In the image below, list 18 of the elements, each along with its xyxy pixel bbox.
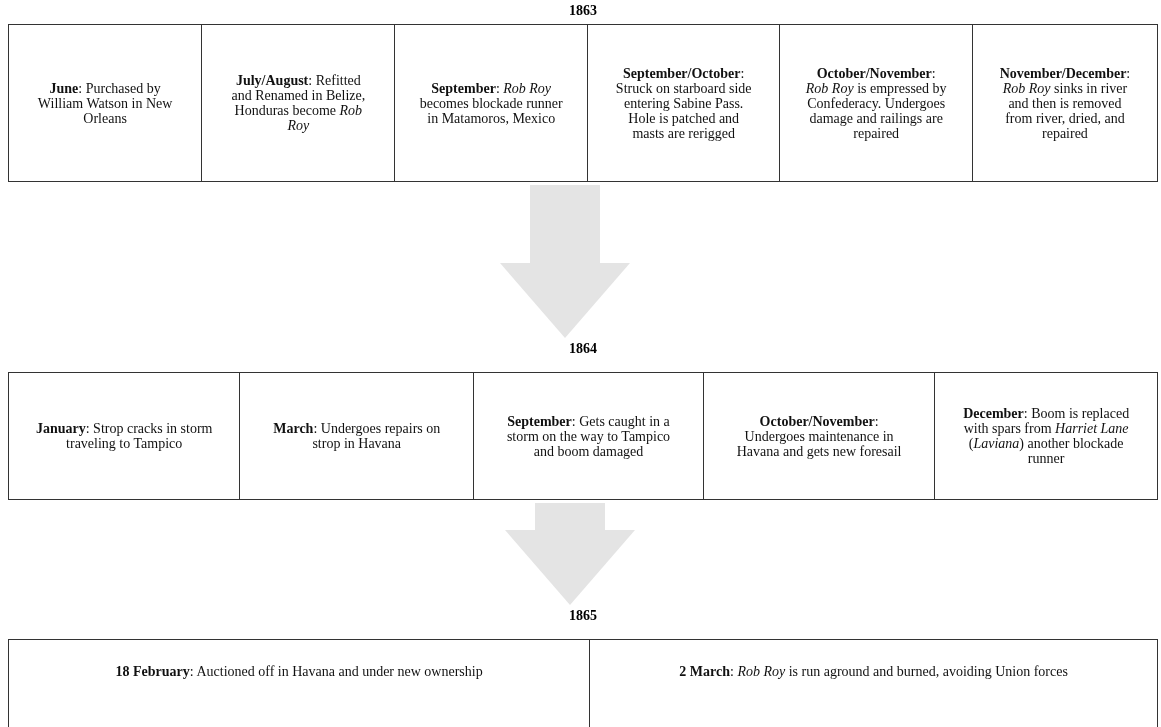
event-text: June: Purchased by William Watson in New Orleans [36, 80, 174, 126]
event-text: November/December: Rob Roy sinks in river and then is removed from river, dried, and repaired [998, 65, 1132, 141]
event-text: January: Strop cracks in storm traveling to Tampico [34, 421, 214, 451]
event-text: September: Gets caught in a storm on the way to Tampico and boom damaged [505, 413, 672, 459]
event-text: March: Undergoes repairs on strop in Havana [272, 421, 442, 451]
event-text: July/August: Refitted and Renamed in Belize, Honduras become Rob Roy [230, 73, 367, 133]
event-text: 18 February: Auctioned off in Havana and under new ownership [115, 664, 483, 679]
down-arrow [505, 503, 635, 605]
event-text: 2 March: Rob Roy is run aground and burned, avoiding Union forces [679, 664, 1068, 679]
down-arrow [500, 185, 630, 338]
event-text: October/November: Rob Roy is empressed by Confederacy. Undergoes damage and railings are repaired [804, 65, 948, 141]
event-text: October/November: Undergoes maintenance in Havana and gets new foresail [735, 413, 903, 459]
event-text: September: Rob Roy becomes blockade runner in Matamoros, Mexico [419, 80, 563, 126]
event-text: December: Boom is replaced with spars from Harriet Lane (Laviana) another blockade runner [962, 406, 1131, 466]
year-heading: 1863 [569, 2, 597, 20]
year-heading: 1864 [569, 340, 597, 358]
year-heading: 1865 [569, 607, 597, 625]
event-text: September/October: Struck on starboard side entering Sabine Pass. Hole is patched and masts are rerigged [614, 65, 753, 141]
